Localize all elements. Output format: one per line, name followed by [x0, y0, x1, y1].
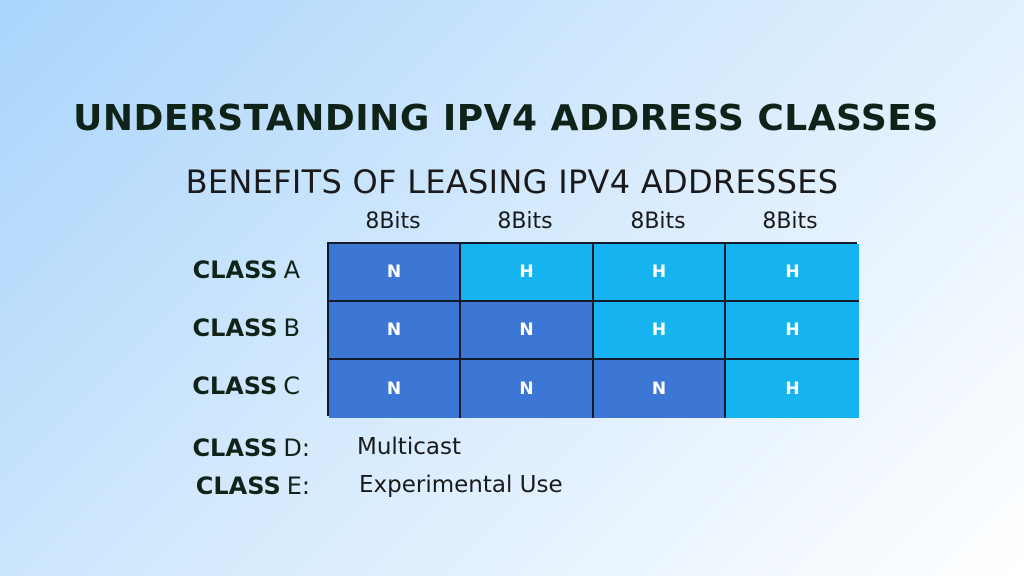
class-d-prefix: CLASS — [192, 434, 278, 462]
octet-cell-c-2: N — [461, 360, 594, 418]
octet-label-3: 8Bits — [630, 209, 686, 234]
octet-cell-c-1: N — [329, 360, 461, 418]
class-c-prefix: CLASS — [192, 372, 278, 400]
octet-cell-c-3: N — [594, 360, 726, 418]
octet-cell-a-3: H — [594, 244, 726, 302]
class-d-description: Multicast — [357, 434, 461, 460]
octet-cell-b-4: H — [726, 302, 859, 360]
octet-header-row: 8Bits 8Bits 8Bits 8Bits — [327, 209, 857, 241]
class-d-letter: D: — [283, 434, 310, 462]
octet-cell-b-1: N — [329, 302, 461, 360]
class-b-prefix: CLASS — [192, 314, 278, 342]
octet-label-2: 8Bits — [497, 209, 553, 234]
octet-cell-c-4: H — [726, 360, 859, 418]
octet-cell-a-4: H — [726, 244, 859, 302]
slide-title: UNDERSTANDING IPV4 ADDRESS CLASSES — [73, 98, 939, 139]
octet-cell-a-2: H — [461, 244, 594, 302]
class-e-prefix: CLASS — [195, 472, 281, 500]
octet-cell-a-1: N — [329, 244, 461, 302]
class-a-letter: A — [283, 256, 300, 284]
slide-subtitle: BENEFITS OF LEASING IPV4 ADDRESSES — [185, 163, 839, 201]
class-e-letter: E: — [286, 472, 310, 500]
class-a-prefix: CLASS — [192, 256, 278, 284]
class-e-description: Experimental Use — [359, 472, 563, 498]
octet-cell-b-2: N — [461, 302, 594, 360]
octet-label-4: 8Bits — [762, 209, 818, 234]
octet-label-1: 8Bits — [365, 209, 421, 234]
octet-cell-b-3: H — [594, 302, 726, 360]
class-c-letter: C — [283, 372, 300, 400]
class-b-letter: B — [283, 314, 300, 342]
